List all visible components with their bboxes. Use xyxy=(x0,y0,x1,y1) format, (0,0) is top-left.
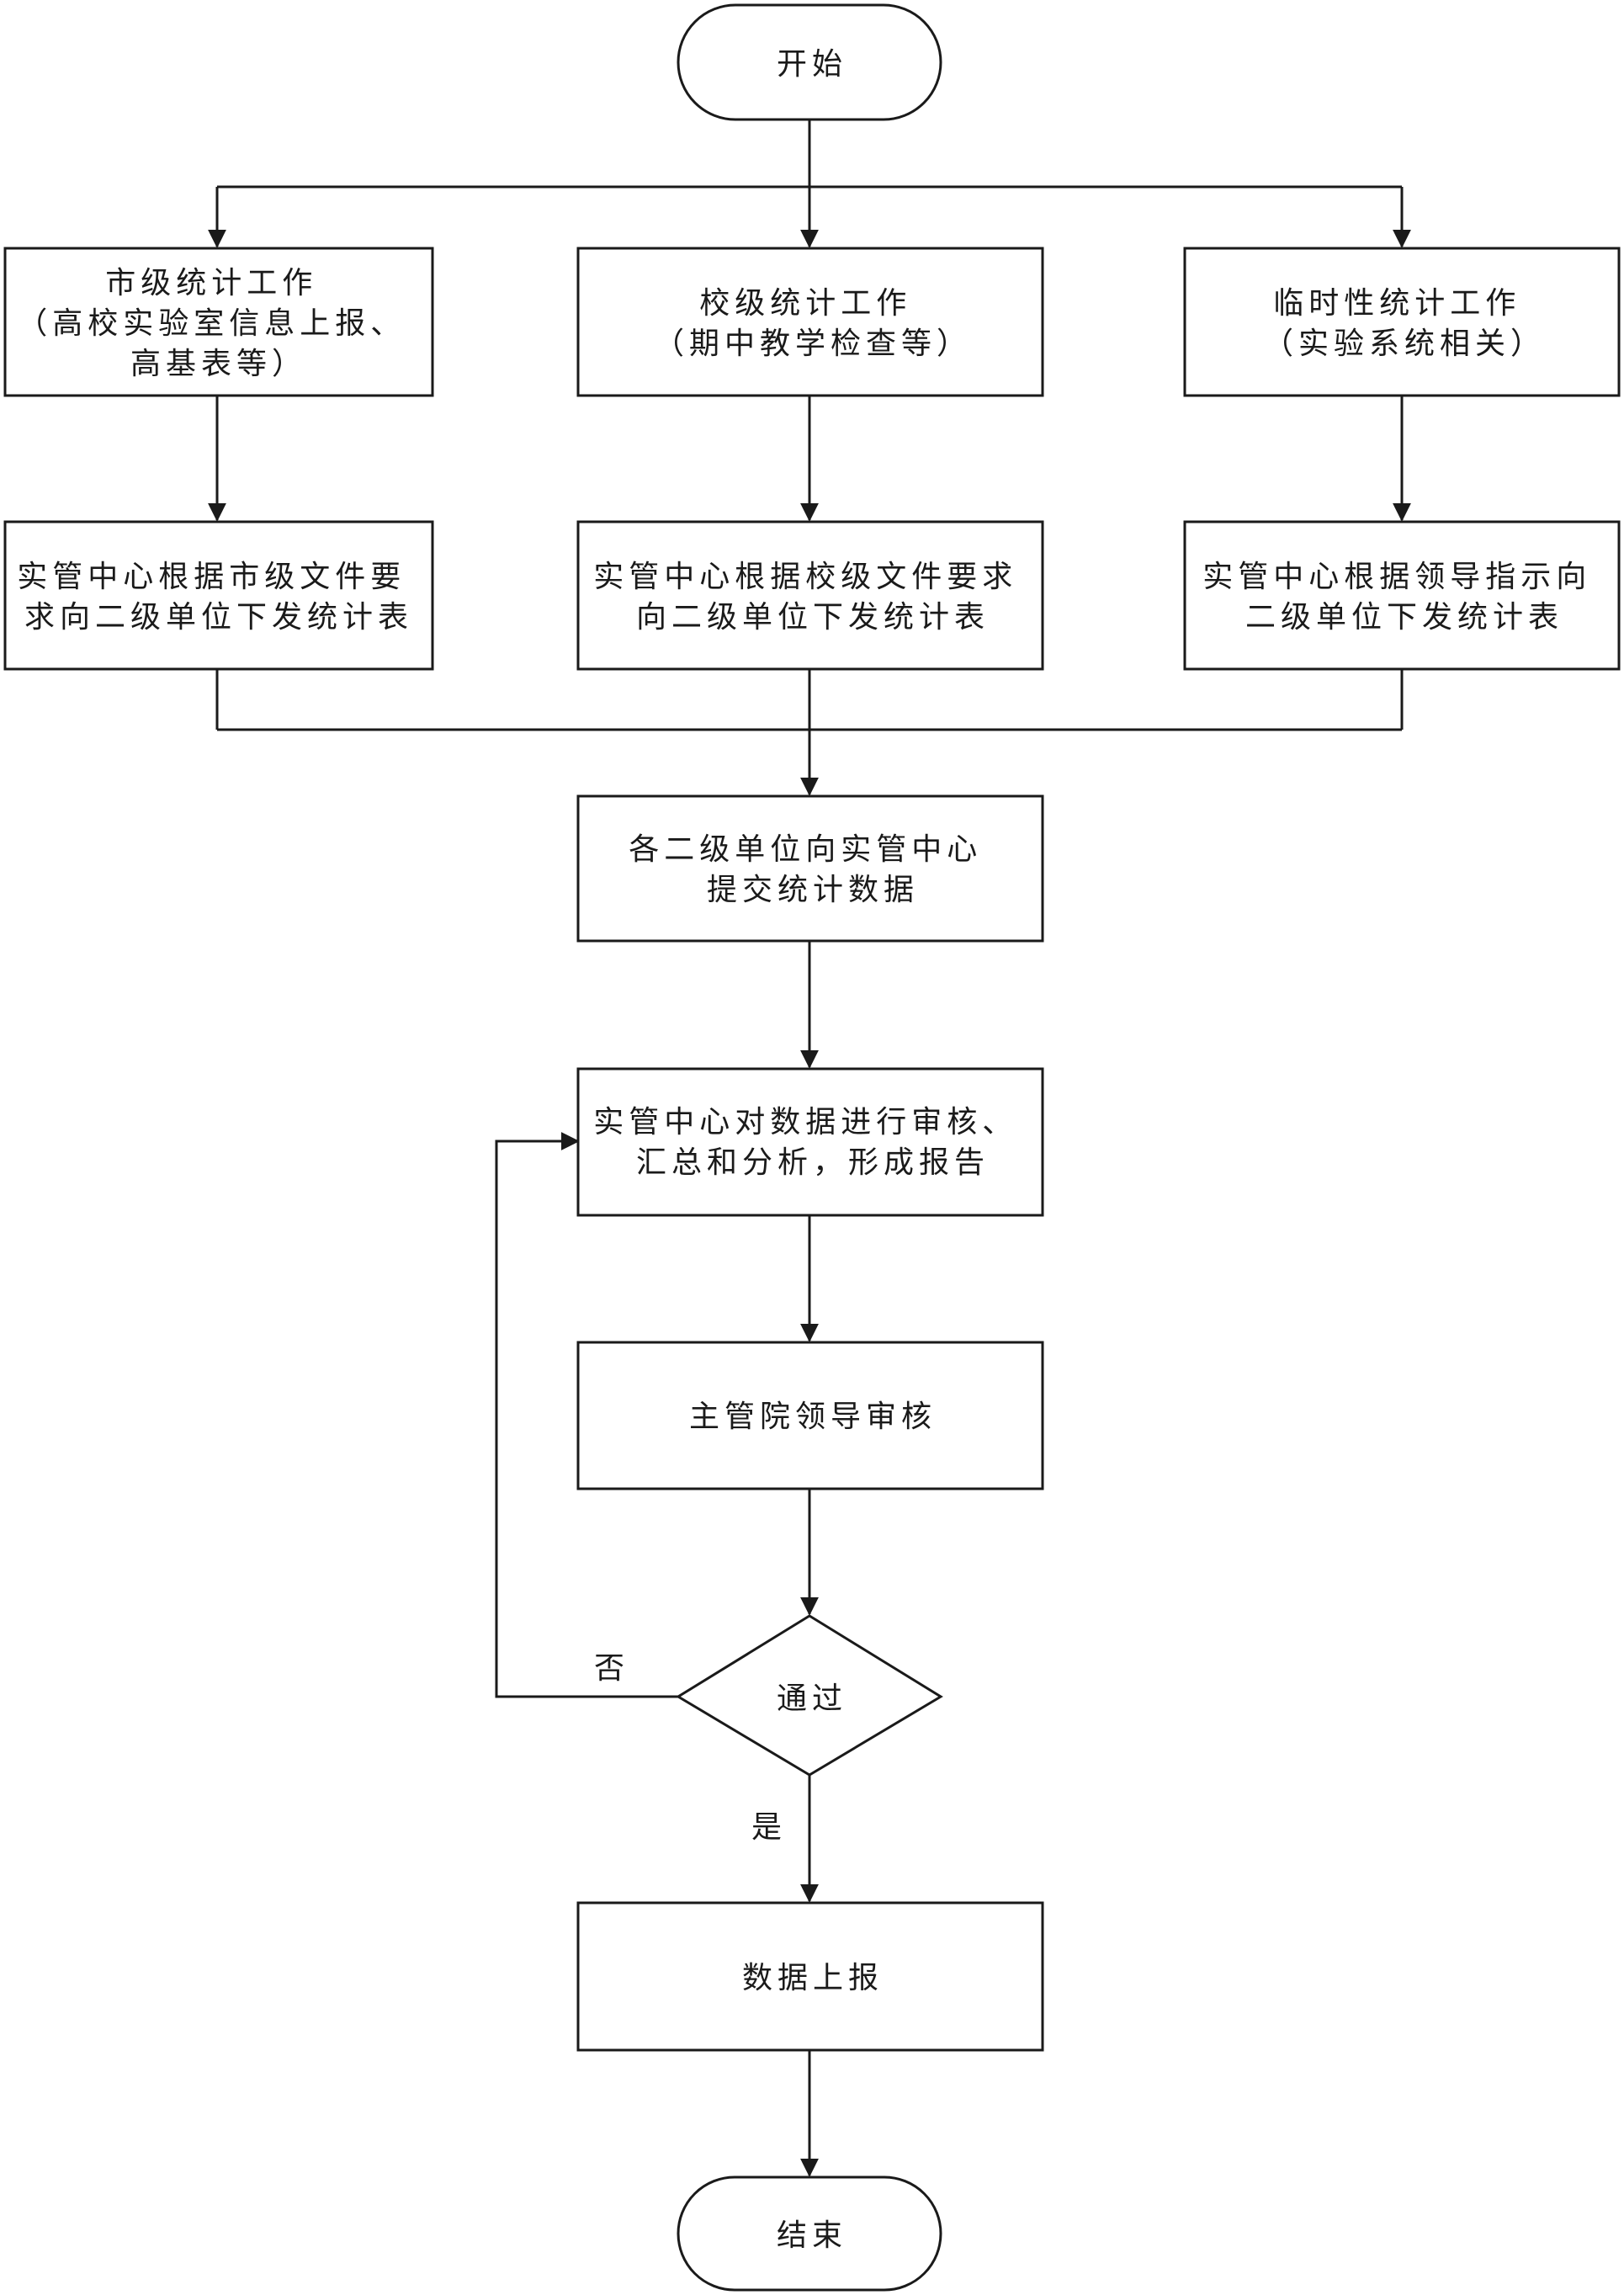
node-temp-issue: 实管中心根据领导指示向 二级单位下发统计表 xyxy=(1183,520,1621,671)
node-review: 实管中心对数据进行审核、 汇总和分析，形成报告 xyxy=(576,1067,1044,1217)
node-start: 开始 xyxy=(677,3,942,121)
node-city-issue-line-1: 实管中心根据市级文件要 xyxy=(17,560,406,594)
node-school-issue-line-1: 实管中心根据校级文件要求 xyxy=(593,560,1017,594)
node-school-stats-line-2: （期中教学检查等） xyxy=(654,327,972,361)
node-submit: 各二级单位向实管中心 提交统计数据 xyxy=(576,794,1044,943)
node-school-issue-line-2: 向二级单位下发统计表 xyxy=(636,600,990,635)
node-city-stats-line-1: 市级统计工作 xyxy=(105,266,317,300)
svg-text:实管中心根据领导指示向 二级单位下发统计表: 实管中心根据领导指示向 二级单位下发统计表 xyxy=(1202,560,1605,635)
svg-text:结束: 结束 xyxy=(777,2218,847,2253)
node-city-stats-line-2: （高校实验室信息上报、 xyxy=(17,306,406,341)
node-start-line-1: 开始 xyxy=(777,47,847,82)
node-decision: 通过 xyxy=(676,1614,943,1777)
node-review-line-2: 汇总和分析，形成报告 xyxy=(636,1145,990,1180)
svg-text:开始: 开始 xyxy=(777,47,847,82)
node-report: 数据上报 xyxy=(576,1901,1044,2052)
node-city-issue: 实管中心根据市级文件要 求向二级单位下发统计表 xyxy=(3,520,434,671)
node-leader-line-1: 主管院领导审核 xyxy=(689,1400,937,1434)
node-decision-line-1: 通过 xyxy=(777,1681,847,1716)
node-submit-line-1: 各二级单位向实管中心 xyxy=(629,832,982,867)
node-temp-stats-line-1: 临时性统计工作 xyxy=(1273,286,1521,321)
node-end: 结束 xyxy=(677,2175,942,2292)
connectors xyxy=(208,120,1411,2177)
node-temp-issue-line-1: 实管中心根据领导指示向 xyxy=(1202,560,1591,594)
node-school-issue: 实管中心根据校级文件要求 向二级单位下发统计表 xyxy=(576,520,1044,671)
svg-text:实管中心根据校级文件要求 向二级单位下发统计表: 实管中心根据校级文件要求 向二级单位下发统计表 xyxy=(593,560,1032,635)
node-temp-stats-line-2: （实验系统相关） xyxy=(1263,327,1546,361)
svg-text:实管中心对数据进行审核、 汇总和分析，形成报告: 实管中心对数据进行审核、 汇总和分析，形成报告 xyxy=(593,1105,1032,1180)
svg-text:市级统计工作 （高校实验室信息上报、: 市级统计工作 （高校实验室信息上报、 高基表等） xyxy=(17,266,420,381)
node-city-stats: 市级统计工作 （高校实验室信息上报、 高基表等） xyxy=(3,247,434,397)
edge-decision-no-loop xyxy=(495,1132,678,1698)
node-submit-line-2: 提交统计数据 xyxy=(707,873,919,907)
svg-text:校级统计工作 （期中教学检查等）: 校级统计工作 （期中教学检查等） xyxy=(654,286,972,361)
svg-text:临时性统计工作 （实验系统相关）: 临时性统计工作 （实验系统相关） xyxy=(1263,286,1546,361)
node-review-line-1: 实管中心对数据进行审核、 xyxy=(593,1105,1017,1140)
node-city-stats-line-3: 高基表等） xyxy=(130,347,307,381)
node-city-issue-line-2: 求向二级单位下发统计表 xyxy=(24,600,413,635)
node-leader: 主管院领导审核 xyxy=(576,1341,1044,1490)
svg-text:通过: 通过 xyxy=(777,1681,847,1716)
node-end-line-1: 结束 xyxy=(777,2218,847,2253)
svg-text:各二级单位向实管中心 提交统计数据: 各二级单位向实管中心 提交统计数据 xyxy=(629,832,996,907)
node-temp-stats: 临时性统计工作 （实验系统相关） xyxy=(1183,247,1621,397)
edge-label-no: 否 xyxy=(594,1651,624,1686)
node-report-line-1: 数据上报 xyxy=(742,1961,884,1995)
svg-text:实管中心根据市级文件要 求向二级单位下发统计表: 实管中心根据市级文件要 求向二级单位下发统计表 xyxy=(17,560,420,635)
edge-label-yes: 是 xyxy=(751,1810,782,1845)
svg-text:主管院领导审核: 主管院领导审核 xyxy=(689,1400,937,1434)
svg-text:数据上报: 数据上报 xyxy=(742,1961,884,1995)
node-school-stats: 校级统计工作 （期中教学检查等） xyxy=(576,247,1044,397)
node-school-stats-line-1: 校级统计工作 xyxy=(699,286,911,321)
node-temp-issue-line-2: 二级单位下发统计表 xyxy=(1245,600,1563,635)
